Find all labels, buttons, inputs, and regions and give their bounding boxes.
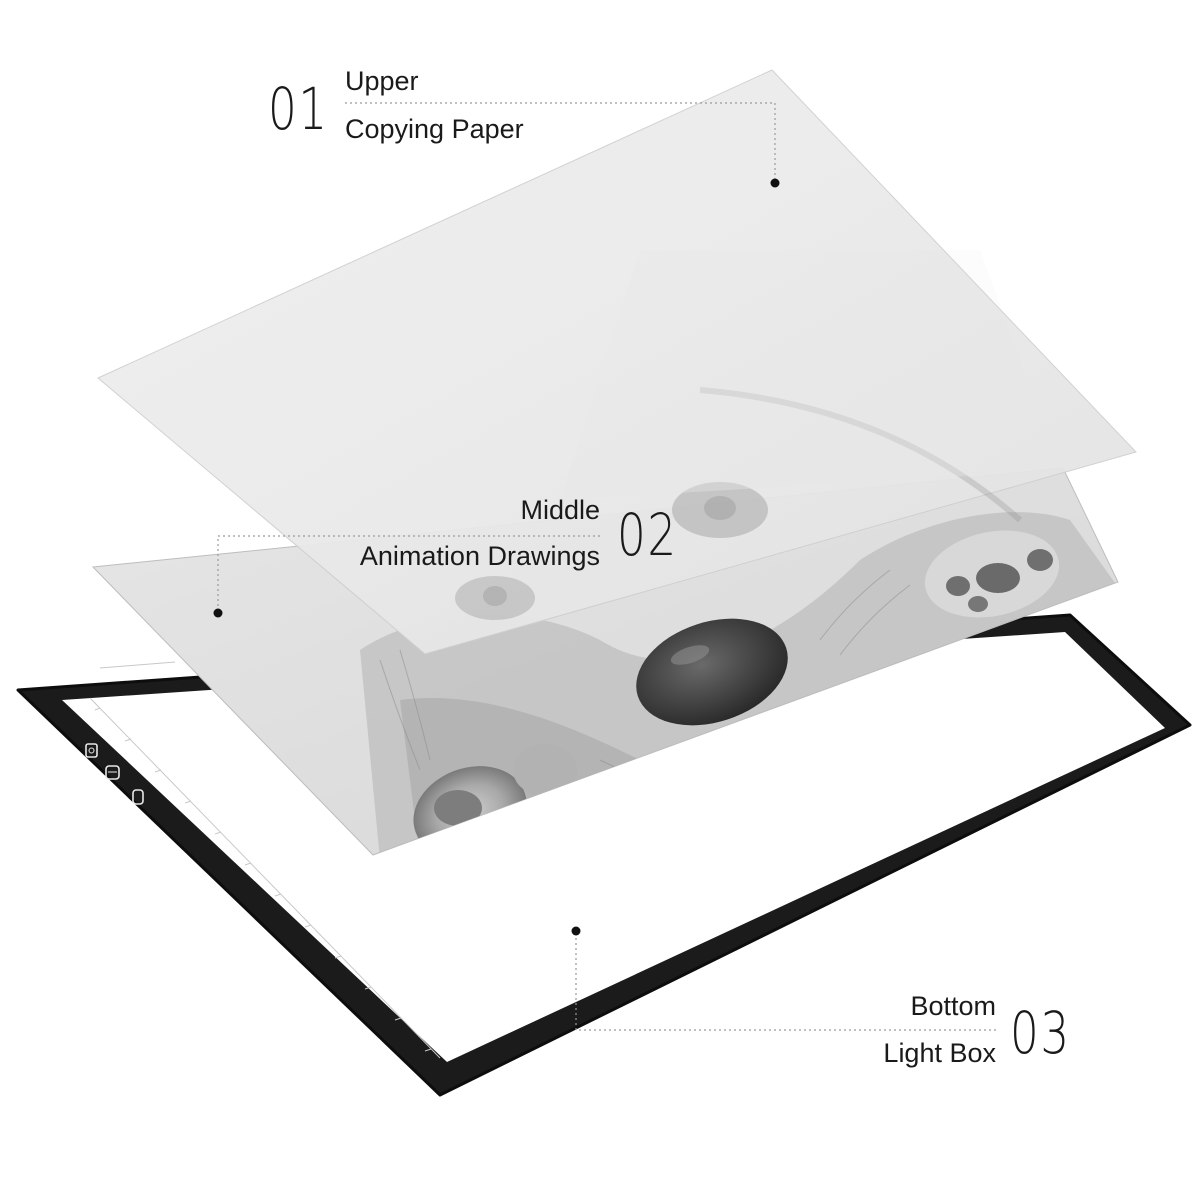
upper-leader-dot bbox=[770, 178, 780, 188]
bottom-layer-number: 03 bbox=[1010, 999, 1071, 1067]
dog-face-show-through bbox=[455, 250, 1060, 620]
upper-leader-line bbox=[345, 102, 776, 182]
upper-layer-title: Upper bbox=[345, 66, 419, 96]
lamp-icon[interactable] bbox=[105, 765, 120, 780]
middle-leader-dot bbox=[213, 608, 223, 618]
bottom-leader-dot bbox=[571, 926, 581, 936]
ruler-scale bbox=[89, 661, 441, 1059]
bottom-layer-subtitle: Light Box bbox=[883, 1038, 996, 1068]
leader-dots bbox=[213, 178, 780, 936]
power-icon[interactable] bbox=[132, 789, 144, 805]
bottom-layer-title: Bottom bbox=[910, 991, 996, 1021]
copying-paper-sheet bbox=[97, 69, 1137, 655]
middle-layer-subtitle: Animation Drawings bbox=[359, 541, 600, 571]
upper-layer-number: 01 bbox=[268, 75, 329, 143]
upper-layer-subtitle: Copying Paper bbox=[345, 114, 524, 144]
brightness-icon[interactable] bbox=[85, 743, 98, 758]
middle-layer-number: 02 bbox=[617, 501, 678, 569]
bottom-leader-line bbox=[575, 932, 996, 1031]
dog-nose bbox=[636, 618, 788, 726]
middle-layer-title: Middle bbox=[520, 495, 600, 525]
leader-lines bbox=[217, 102, 996, 1031]
middle-leader-line bbox=[217, 535, 600, 612]
